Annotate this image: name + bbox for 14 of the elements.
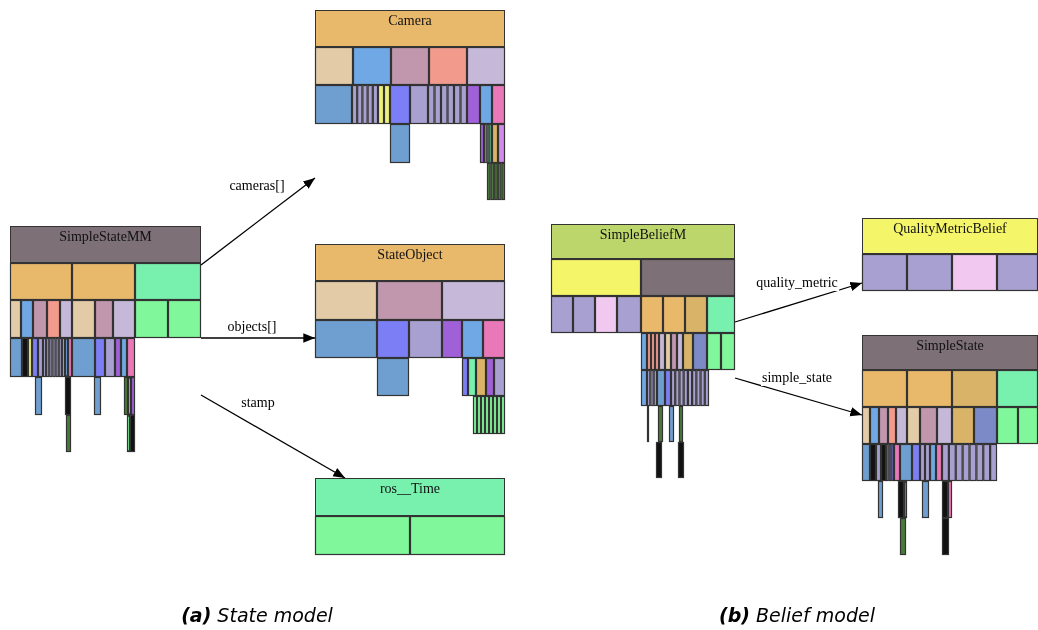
class-header: ros__Time xyxy=(315,478,505,516)
class-header: QualityMetricBelief xyxy=(862,218,1038,254)
class-header: StateObject xyxy=(315,244,505,281)
caption: (b) Belief model xyxy=(719,604,875,626)
edge-label: objects[] xyxy=(226,319,278,335)
edge-label: quality_metric xyxy=(755,275,839,291)
edge-label: simple_state xyxy=(761,370,833,386)
edge-label: cameras[] xyxy=(228,178,286,194)
caption: (a) State model xyxy=(181,604,333,626)
class-header: Camera xyxy=(315,10,505,47)
class-header: SimpleBeliefM xyxy=(551,224,735,259)
edge-label: stamp xyxy=(240,395,276,411)
class-header: SimpleState xyxy=(862,335,1038,370)
class-header: SimpleStateMM xyxy=(10,226,201,263)
